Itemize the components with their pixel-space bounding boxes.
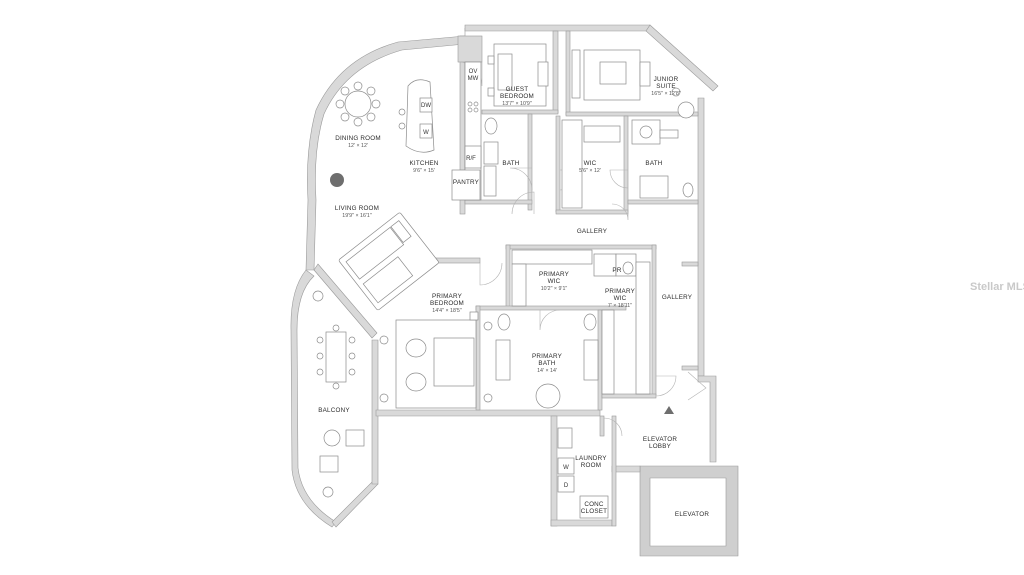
- elevator-label: ELEVATOR: [675, 511, 709, 518]
- fixture-labels: OV MW DW W R/F W D: [421, 69, 569, 489]
- interior-walls: [429, 30, 699, 527]
- elevator-lobby-label-2: LOBBY: [649, 443, 672, 450]
- kitchen-dims: 9'6" × 15': [413, 168, 435, 174]
- primary-bedroom-label-2: BEDROOM: [430, 300, 464, 307]
- microwave-label: MW: [468, 76, 479, 82]
- exterior-walls: [290, 24, 739, 557]
- gallery-upper-label: GALLERY: [577, 228, 608, 235]
- primary-wic-2-label-2: WIC: [614, 295, 627, 302]
- watermark: Stellar MLS: [970, 281, 1024, 293]
- wic-dims: 5'6" × 12': [579, 168, 601, 174]
- balcony-label: BALCONY: [318, 407, 350, 414]
- guest-bedroom-label-2: BEDROOM: [500, 93, 534, 100]
- laundry-room-label-2: ROOM: [581, 462, 601, 469]
- dining-room-label: DINING ROOM: [335, 135, 381, 142]
- junior-suite-dims: 16'5" × 12'8": [651, 91, 681, 97]
- primary-wic-1-label-1: PRIMARY: [539, 271, 570, 278]
- dining-room-dims: 12' × 12': [348, 143, 368, 149]
- guest-bath-label: BATH: [502, 160, 519, 167]
- washer-label: W: [563, 465, 569, 471]
- wic-label: WIC: [584, 160, 597, 167]
- pr-label: PR: [612, 267, 621, 274]
- room-labels: DINING ROOM 12' × 12' KITCHEN 9'6" × 15'…: [318, 76, 709, 518]
- laundry-room-label-1: LAUNDRY: [575, 455, 607, 462]
- primary-wic-1-dims: 10'2" × 9'1": [541, 286, 568, 292]
- pantry-label: PANTRY: [453, 179, 480, 186]
- refrigerator-label: R/F: [466, 156, 476, 162]
- primary-bedroom-dims: 14'4" × 18'5": [432, 308, 462, 314]
- living-room-dims: 19'9" × 16'1": [342, 213, 372, 219]
- conc-closet-label-1: CONC: [584, 501, 604, 508]
- gallery-right-label: GALLERY: [662, 294, 693, 301]
- guest-bedroom-label-1: GUEST: [506, 86, 529, 93]
- junior-bath-label: BATH: [645, 160, 662, 167]
- living-room-label: LIVING ROOM: [335, 205, 379, 212]
- junior-suite-label-1: JUNIOR: [654, 76, 679, 83]
- primary-wic-2-dims: 7' × 18'11": [608, 303, 632, 309]
- junior-suite-label-2: SUITE: [656, 83, 676, 90]
- primary-bath-label-2: BATH: [538, 360, 555, 367]
- primary-bath-dims: 14' × 14': [537, 368, 557, 374]
- kitchen-washer-label: W: [423, 130, 429, 136]
- furniture: [312, 43, 695, 519]
- primary-bedroom-label-1: PRIMARY: [432, 293, 463, 300]
- kitchen-label: KITCHEN: [409, 160, 438, 167]
- primary-wic-1-label-2: WIC: [548, 278, 561, 285]
- dishwasher-label: DW: [421, 103, 431, 109]
- guest-bedroom-dims: 13'7" × 10'9": [502, 101, 532, 107]
- conc-closet-label-2: CLOSET: [581, 508, 607, 515]
- primary-wic-2-label-1: PRIMARY: [605, 288, 636, 295]
- primary-bath-label-1: PRIMARY: [532, 353, 563, 360]
- oven-label: OV: [469, 69, 478, 75]
- dryer-label: D: [564, 483, 569, 489]
- elevator-lobby-label-1: ELEVATOR: [643, 436, 677, 443]
